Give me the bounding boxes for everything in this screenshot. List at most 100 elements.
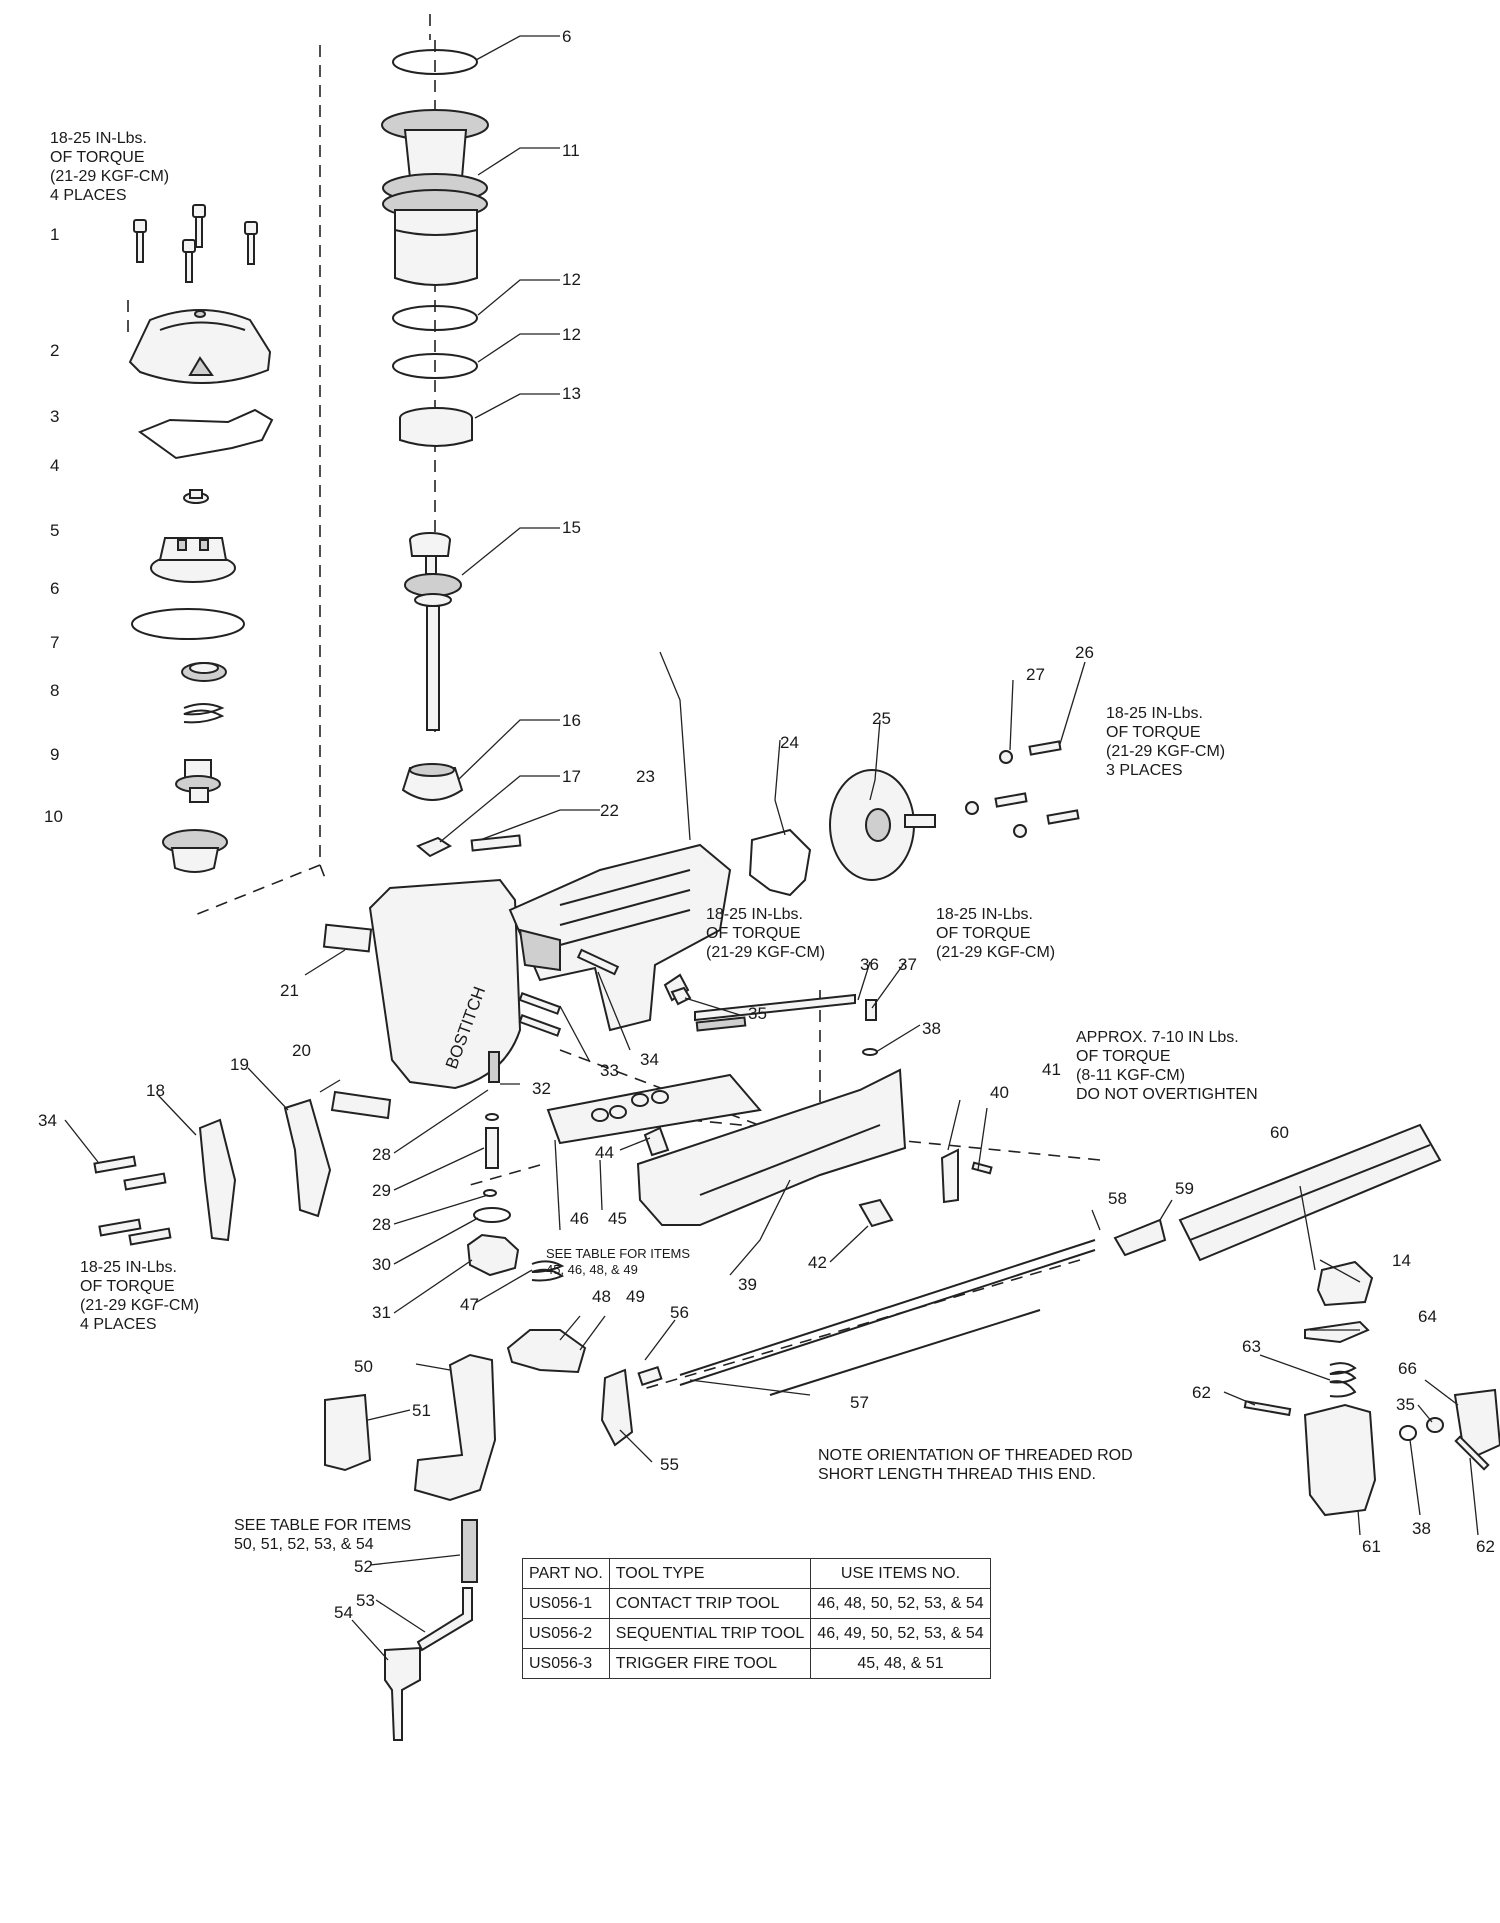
- callout-8: 8: [50, 681, 59, 700]
- callout-59: 59: [1175, 1179, 1194, 1198]
- note-line: OF TORQUE: [1106, 724, 1201, 741]
- note-line: OF TORQUE: [50, 149, 145, 166]
- callout-62b: 62: [1476, 1537, 1495, 1556]
- pins-and-trip-levers: [93, 948, 692, 1246]
- callout-50: 50: [354, 1357, 373, 1376]
- use-items-cell: 46, 49, 50, 52, 53, & 54: [810, 1618, 991, 1649]
- follower-group: [600, 1123, 1442, 1447]
- rear-cap-screws: [965, 740, 1080, 838]
- callout-11: 11: [562, 141, 580, 160]
- callout-25: 25: [872, 709, 891, 728]
- magazine-group: [546, 993, 993, 1228]
- callout-31: 31: [372, 1303, 391, 1322]
- callout-9: 9: [50, 745, 59, 764]
- cap-screws: [133, 204, 258, 283]
- note-line: (21-29 KGF-CM): [706, 944, 825, 961]
- callout-57: 57: [850, 1393, 869, 1412]
- note-line: APPROX. 7-10 IN Lbs.: [1076, 1029, 1239, 1046]
- callout-42: 42: [808, 1253, 827, 1272]
- note-line: SHORT LENGTH THREAD THIS END.: [818, 1466, 1096, 1483]
- callout-21: 21: [280, 981, 299, 1000]
- frame-body: BOSTITCH: [322, 834, 732, 1090]
- callout-13: 13: [562, 384, 581, 403]
- note-line: OF TORQUE: [1076, 1048, 1171, 1065]
- trip-group: [324, 1260, 587, 1741]
- callout-15: 15: [562, 518, 581, 537]
- washer-17: [416, 836, 452, 858]
- callout-1: 1: [50, 225, 59, 244]
- callout-61: 61: [1362, 1537, 1381, 1556]
- note-line: (21-29 KGF-CM): [80, 1297, 199, 1314]
- trip-screws: [93, 1155, 172, 1246]
- threaded-rod-note: NOTE ORIENTATION OF THREADED ROD SHORT L…: [818, 1447, 1133, 1483]
- use-items-cell: 46, 48, 50, 52, 53, & 54: [810, 1588, 991, 1619]
- valve-body: [150, 537, 236, 583]
- callout-54: 54: [334, 1603, 353, 1622]
- see-table-note-a: SEE TABLE FOR ITEMS 45, 46, 48, & 49: [546, 1246, 690, 1277]
- part-no-cell: US056-3: [522, 1648, 610, 1679]
- o-ring: [131, 608, 245, 640]
- callout-29: 29: [372, 1181, 391, 1200]
- callout-3: 3: [50, 407, 59, 426]
- callout-35: 35: [748, 1004, 767, 1023]
- o-ring-12b: [392, 353, 478, 379]
- torque-note-trip: 18-25 IN-Lbs. OF TORQUE (21-29 KGF-CM) 4…: [80, 1259, 199, 1333]
- callout-66: 66: [1398, 1359, 1417, 1378]
- part-no-cell: US056-1: [522, 1588, 610, 1619]
- valve-spring: [183, 703, 225, 724]
- callout-5: 5: [50, 521, 59, 540]
- callout-44: 44: [595, 1143, 614, 1162]
- cap-gasket: [137, 408, 274, 460]
- note-line: 3 PLACES: [1106, 762, 1182, 779]
- callout-60: 60: [1270, 1123, 1289, 1142]
- note-line: SEE TABLE FOR ITEMS: [546, 1246, 690, 1261]
- valve-seal: [181, 662, 227, 682]
- bumper-16: [401, 763, 464, 801]
- table-header-row: PART NO. TOOL TYPE USE ITEMS NO.: [522, 1558, 991, 1589]
- callout-4: 4: [50, 456, 59, 475]
- latch-group: [1243, 1260, 1500, 1517]
- cap-gasket-24: [748, 828, 812, 897]
- cylinder-cap-group: [128, 204, 274, 873]
- piston-driver: [404, 532, 462, 731]
- note-line: 18-25 IN-Lbs.: [936, 906, 1033, 923]
- callout-49: 49: [626, 1287, 645, 1306]
- callout-38b: 38: [1412, 1519, 1431, 1538]
- torque-note-rear-cap: 18-25 IN-Lbs. OF TORQUE (21-29 KGF-CM) 3…: [1106, 705, 1225, 779]
- callout-6-top: 6: [562, 27, 571, 46]
- see-table-note-b: SEE TABLE FOR ITEMS 50, 51, 52, 53, & 54: [234, 1517, 411, 1553]
- callout-17: 17: [562, 767, 581, 786]
- callout-7: 7: [50, 633, 59, 652]
- callout-62a: 62: [1192, 1383, 1211, 1402]
- callout-37: 37: [898, 955, 917, 974]
- callout-41: 41: [1042, 1060, 1061, 1079]
- callout-30: 30: [372, 1255, 391, 1274]
- rear-cap: [829, 769, 936, 881]
- torque-note-cap: 18-25 IN-Lbs. OF TORQUE (21-29 KGF-CM) 4…: [50, 130, 169, 204]
- o-ring-top: [392, 49, 478, 75]
- callout-10: 10: [44, 807, 63, 826]
- table-row: US056-3 TRIGGER FIRE TOOL 45, 48, & 51: [522, 1648, 991, 1679]
- leader-lines: [64, 35, 1479, 1661]
- valve-piston: [175, 759, 221, 803]
- callout-22: 22: [600, 801, 619, 820]
- tool-type-table: PART NO. TOOL TYPE USE ITEMS NO. US056-1…: [522, 1558, 991, 1679]
- callout-36: 36: [860, 955, 879, 974]
- callout-23: 23: [636, 767, 655, 786]
- callout-numbers: 6 11 12 12 13 15 16 17 22 23 24 25 27 26…: [38, 27, 1495, 1622]
- note-line: (21-29 KGF-CM): [936, 944, 1055, 961]
- note-line: 45, 46, 48, & 49: [546, 1262, 638, 1277]
- callout-28a: 28: [372, 1145, 391, 1164]
- callout-51: 51: [412, 1401, 431, 1420]
- note-line: (21-29 KGF-CM): [50, 168, 169, 185]
- cylinder-sleeve: [381, 109, 489, 286]
- note-line: (21-29 KGF-CM): [1106, 743, 1225, 760]
- callout-33: 33: [600, 1061, 619, 1080]
- table-row: US056-1 CONTACT TRIP TOOL 46, 48, 50, 52…: [522, 1588, 991, 1619]
- callout-46: 46: [570, 1209, 589, 1228]
- callout-45: 45: [608, 1209, 627, 1228]
- table-row: US056-2 SEQUENTIAL TRIP TOOL 46, 49, 50,…: [522, 1618, 991, 1649]
- callout-34: 34: [640, 1050, 659, 1069]
- note-line: NOTE ORIENTATION OF THREADED ROD: [818, 1447, 1133, 1464]
